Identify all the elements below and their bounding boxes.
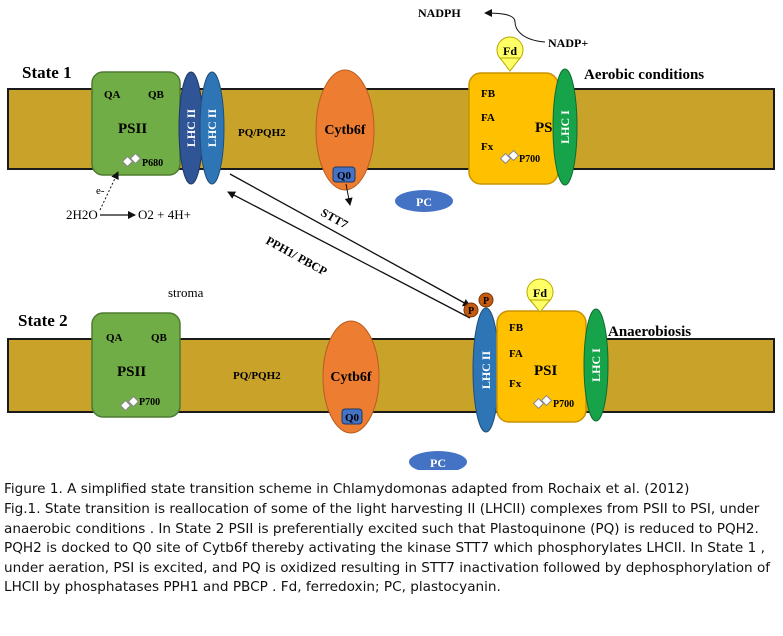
diamond-icon bbox=[540, 394, 553, 407]
state1-psi-fa: FA bbox=[481, 112, 495, 124]
state-transition-diagram: State 1 Aerobic conditions QA QB PSII P6… bbox=[7, 6, 775, 473]
state2-psii-qb: QB bbox=[151, 332, 168, 344]
phospho-group-1 bbox=[463, 302, 479, 318]
fd-pointer bbox=[498, 57, 522, 72]
stroma-label: stroma bbox=[168, 285, 204, 300]
phospho-group-2 bbox=[478, 292, 494, 308]
electron-label: e- bbox=[96, 185, 105, 197]
state2-lhci-label: LHC I bbox=[589, 348, 603, 382]
state1-lhcii-1-label: LHC II bbox=[184, 108, 198, 147]
diamond-icon bbox=[499, 152, 512, 165]
state2-psi-fb: FB bbox=[509, 322, 524, 334]
state1-psii-qb: QB bbox=[148, 89, 165, 101]
state2-psi-label: PSI bbox=[534, 363, 558, 379]
state1-nadp: NADP+ bbox=[548, 36, 588, 50]
diamond-icon bbox=[129, 152, 142, 165]
state2-pc-label: PC bbox=[430, 456, 446, 470]
pph1-arrow bbox=[227, 191, 471, 319]
state1-pc-label: PC bbox=[416, 195, 432, 209]
state1-psi-fx: Fx bbox=[481, 141, 494, 153]
state1-pq: PQ/PQH2 bbox=[238, 127, 286, 139]
state1-cytb6f bbox=[315, 69, 375, 191]
state2-q0 bbox=[341, 408, 363, 425]
state2-psii-label: PSII bbox=[117, 364, 146, 380]
nadp-reduction-arrow bbox=[484, 9, 546, 43]
electron-arrow bbox=[99, 171, 119, 211]
state1-nadph: NADPH bbox=[418, 6, 461, 20]
state2-psi-fx: Fx bbox=[509, 378, 522, 390]
state2-q0-label: Q0 bbox=[345, 412, 360, 424]
diamond-icon bbox=[507, 149, 520, 162]
q0-stt7-arrow bbox=[344, 183, 353, 206]
state2-fd-label: Fd bbox=[533, 286, 547, 300]
state2-title: State 2 bbox=[18, 311, 68, 330]
water-h2o: 2H2O bbox=[66, 207, 98, 222]
state1-psi-center: P700 bbox=[519, 154, 540, 165]
state2-cytb6f-label: Cytb6f bbox=[330, 370, 372, 385]
state1-psi-fb: FB bbox=[481, 88, 496, 100]
figure-caption-title: Figure 1. A simplified state transition … bbox=[4, 481, 690, 497]
state2-psii-center: P700 bbox=[139, 397, 160, 408]
state2-pc bbox=[409, 451, 467, 473]
state1-condition: Aerobic conditions bbox=[584, 67, 704, 83]
state1-lhci bbox=[552, 68, 578, 186]
state2-psii bbox=[91, 312, 181, 418]
state1-psii-center: P680 bbox=[142, 158, 163, 169]
state1-psii-qa: QA bbox=[104, 89, 121, 101]
state1-lhci-label: LHC I bbox=[558, 110, 572, 144]
state2-psi-center: P700 bbox=[553, 399, 574, 410]
diagram: State 1 Aerobic conditions QA QB PSII P6… bbox=[7, 6, 775, 473]
state1-q0-label: Q0 bbox=[337, 170, 352, 182]
diamond-icon bbox=[532, 397, 545, 410]
state1-fd-label: Fd bbox=[503, 44, 517, 58]
stt7-arrow bbox=[229, 173, 471, 307]
fd-pointer bbox=[528, 299, 552, 313]
state1-pc bbox=[395, 190, 453, 212]
state2-lhci bbox=[583, 308, 609, 422]
state1-psii-label: PSII bbox=[118, 121, 147, 137]
phospho-2-label: P bbox=[483, 296, 489, 307]
phospho-1-label: P bbox=[468, 306, 474, 317]
state2-cytb6f bbox=[322, 320, 380, 434]
state1-q0 bbox=[332, 166, 356, 183]
diamond-icon bbox=[121, 155, 134, 168]
state1-lhcii-2-label: LHC II bbox=[205, 108, 219, 147]
diamond-icon bbox=[119, 399, 132, 412]
state2-lhcii-label: LHC II bbox=[479, 350, 493, 389]
water-products: O2 + 4H+ bbox=[138, 207, 191, 222]
state2-pq: PQ/PQH2 bbox=[233, 370, 281, 382]
state2-psii-qa: QA bbox=[106, 332, 123, 344]
state1-cytb6f-label: Cytb6f bbox=[324, 123, 366, 138]
state1-title: State 1 bbox=[22, 63, 72, 82]
figure-caption-body: Fig.1. State transition is reallocation … bbox=[4, 501, 771, 595]
state2-psi-fa: FA bbox=[509, 348, 523, 360]
state2-condition: Anaerobiosis bbox=[608, 324, 691, 340]
stt7-label: STT7 bbox=[319, 205, 351, 231]
diamond-icon bbox=[127, 395, 140, 408]
state1-lhcii-2 bbox=[199, 71, 225, 185]
